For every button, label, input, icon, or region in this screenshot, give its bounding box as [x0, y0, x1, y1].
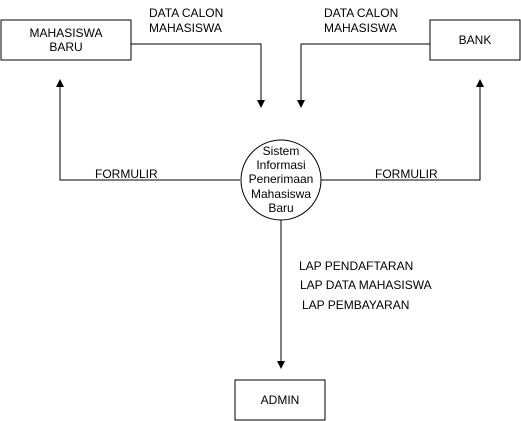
entity-admin-label: ADMIN: [261, 393, 300, 407]
process-system-label-line1: Sistem: [263, 144, 300, 158]
flow-bank-to-system: [297, 43, 430, 108]
flow-mahasiswa-to-system: [131, 43, 265, 108]
process-system-label-line5: Baru: [268, 201, 293, 215]
entity-bank: BANK: [429, 19, 521, 61]
process-system-circle: [240, 139, 322, 221]
flow-label-bank-line1: DATA CALON: [324, 6, 398, 20]
connectors: [56, 43, 484, 369]
flow-labels: DATA CALON MAHASISWA DATA CALON MAHASISW…: [95, 6, 438, 312]
flow-label-admin-line1: LAP PENDAFTARAN: [299, 259, 413, 273]
flow-label-formulir-left: FORMULIR: [95, 167, 158, 181]
flow-system-to-bank: [320, 79, 484, 181]
entity-admin-box: [234, 379, 326, 421]
flow-label-mahasiswa-line2: MAHASISWA: [149, 21, 222, 35]
flow-label-admin-line2: LAP DATA MAHASISWA: [300, 278, 432, 292]
flow-system-to-mahasiswa: [56, 79, 240, 181]
entity-mahasiswa-baru-label-line1: MAHASISWA: [30, 26, 103, 40]
entity-mahasiswa-baru-box: [0, 19, 132, 61]
flow-label-mahasiswa-line1: DATA CALON: [149, 6, 223, 20]
entity-bank-box: [429, 19, 521, 61]
entity-admin: ADMIN: [234, 379, 326, 421]
flow-label-admin-line3: LAP PEMBAYARAN: [302, 298, 409, 312]
process-system: Sistem Informasi Penerimaan Mahasiswa Ba…: [240, 139, 322, 221]
process-system-label-line4: Mahasiswa: [251, 187, 311, 201]
entity-mahasiswa-baru: MAHASISWA BARU: [0, 19, 132, 61]
process-system-label-line3: Penerimaan: [249, 172, 314, 186]
flow-label-bank-line2: MAHASISWA: [324, 21, 397, 35]
process-system-label-line2: Informasi: [256, 158, 305, 172]
entity-mahasiswa-baru-label-line2: BARU: [49, 40, 82, 54]
entity-bank-label: BANK: [459, 33, 492, 47]
flow-label-formulir-right: FORMULIR: [375, 167, 438, 181]
